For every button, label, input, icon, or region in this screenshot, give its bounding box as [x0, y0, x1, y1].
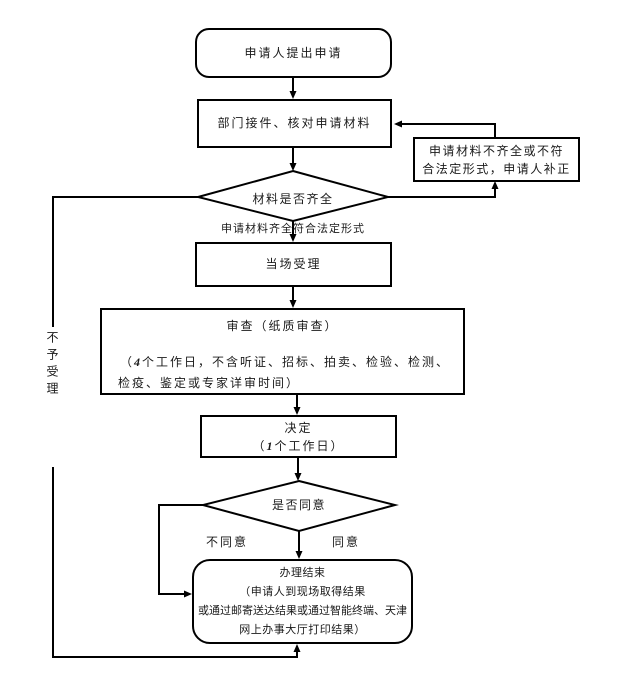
node-start: 申请人提出申请	[195, 28, 392, 78]
node-review-line3: 检疫、鉴定或专家详审时间）	[118, 376, 301, 390]
arrowhead-down-icon	[289, 163, 297, 171]
arrowhead-left-icon	[394, 120, 402, 128]
node-result-line2: （申请人到现场取得结果	[239, 585, 366, 598]
node-correction-line2: 合法定形式，申请人补正	[422, 161, 571, 176]
node-correction: 申请材料不齐全或不符 合法定形式，申请人补正	[413, 137, 580, 182]
decision-diamond-agree	[199, 479, 399, 533]
edge-label-agree: 同意	[332, 535, 361, 549]
node-decide-line2: （1个工作日）	[252, 437, 344, 455]
node-start-label: 申请人提出申请	[244, 45, 343, 60]
arrowhead-down-icon	[293, 407, 301, 415]
arrowhead-down-icon	[289, 234, 297, 242]
node-result: 办理结束 （申请人到现场取得结果 或通过邮寄送达结果或通过智能终端、天津 网上办…	[192, 559, 413, 644]
node-accept: 当场受理	[195, 242, 392, 287]
node-check-materials-label: 材料是否齐全	[252, 192, 334, 206]
edge-not-accepted-lower	[52, 467, 298, 658]
node-receive-label: 部门接件、核对申请材料	[217, 116, 372, 130]
decision-diamond-materials	[194, 169, 392, 223]
arrowhead-up-icon	[491, 181, 499, 189]
node-correction-line1: 申请材料不齐全或不符	[428, 143, 564, 158]
arrowhead-down-icon	[294, 473, 302, 481]
node-decide-days: 1	[266, 438, 275, 453]
arrowhead-right-icon	[184, 590, 192, 598]
arrowhead-down-icon	[289, 91, 297, 99]
node-review-line2-rest: 个工作日，不含听证、招标、拍卖、检验、检测、	[142, 355, 451, 369]
node-decide-line1: 决定	[284, 420, 313, 435]
node-review-line2: （4个工作日，不含听证、招标、拍卖、检验、检测、	[120, 354, 450, 371]
node-result-line1: 办理结束	[279, 566, 326, 579]
edge-label-not-accepted: 不予受理	[44, 331, 61, 407]
node-review-line2-open: （	[120, 355, 135, 369]
node-result-line4: 网上办事大厅打印结果）	[239, 623, 366, 636]
arrowhead-down-icon	[289, 300, 297, 308]
node-review: 审查（纸质审查） （4个工作日，不含听证、招标、拍卖、检验、检测、 检疫、鉴定或…	[100, 308, 465, 395]
node-review-line1: 审查（纸质审查）	[226, 319, 339, 333]
arrowhead-up-icon	[293, 644, 301, 652]
node-decide: 决定 （1个工作日）	[200, 415, 397, 458]
edge-disagree-loop	[158, 504, 203, 595]
node-receive: 部门接件、核对申请材料	[197, 99, 392, 148]
node-accept-label: 当场受理	[265, 257, 322, 271]
node-review-days: 4	[134, 355, 143, 369]
node-agree-check-label: 是否同意	[271, 498, 326, 512]
arrowhead-down-icon	[295, 551, 303, 559]
edge-check-to-correction	[388, 188, 496, 198]
node-decide-line2-rest: 个工作日）	[274, 438, 345, 453]
edge-label-materials-ok: 申请材料齐全符合法定形式	[221, 223, 365, 235]
edge-correction-to-receive	[400, 123, 496, 137]
node-decide-line2-open: （	[252, 438, 267, 453]
edge-check-left-upper	[52, 196, 198, 327]
edge-label-disagree: 不同意	[206, 535, 249, 549]
node-result-line3: 或通过邮寄送达结果或通过智能终端、天津	[198, 604, 407, 617]
